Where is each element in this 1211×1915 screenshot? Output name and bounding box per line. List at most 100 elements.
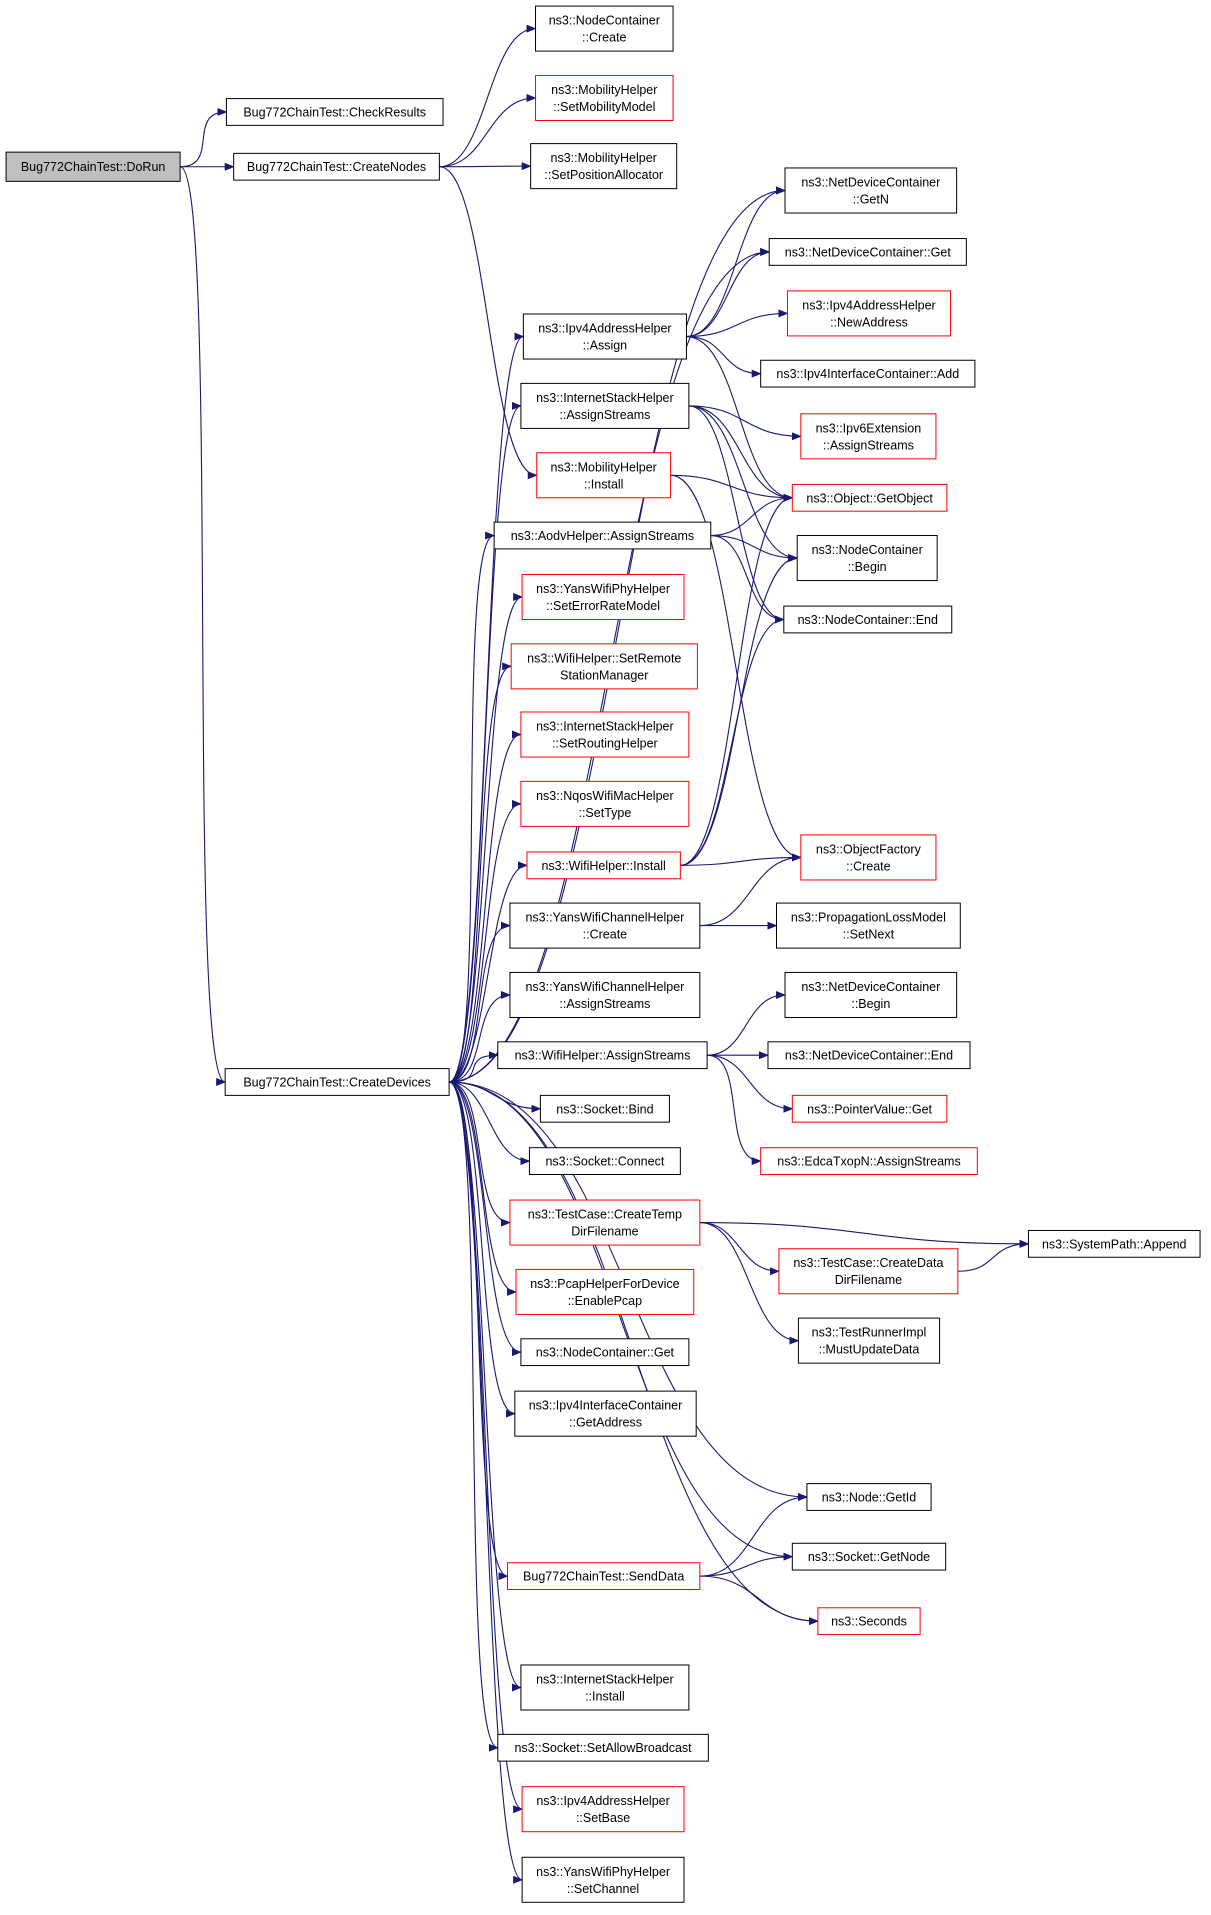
call-edge-ipv4ah_assign-to-ndc_getn [686,186,787,338]
node-label: Bug772ChainTest::CreateDevices [243,1075,431,1089]
node-ipv4ah-newaddr[interactable]: ns3::Ipv4AddressHelper::NewAddress [786,290,952,337]
node-box [5,151,181,182]
node-mh-setmob[interactable]: ns3::MobilityHelper::SetMobilityModel [535,74,674,121]
node-nc-begin[interactable]: ns3::NodeContainer::Begin [796,535,938,582]
node-edca-assign[interactable]: ns3::EdcaTxopN::AssignStreams [760,1147,978,1175]
node-senddata[interactable]: Bug772ChainTest::SendData [507,1562,701,1591]
call-edge-createnodes-to-mh_setpos [439,162,532,171]
node-box [225,98,444,126]
node-label: ::NewAddress [830,315,908,329]
node-label: ns3::TestRunnerImpl [812,1326,927,1340]
node-tri-mustupdate[interactable]: ns3::TestRunnerImpl::MustUpdateData [797,1317,941,1364]
node-ipv6ext-assign[interactable]: ns3::Ipv6Extension::AssignStreams [800,413,937,460]
node-label: ::Begin [848,560,887,574]
node-nc-end[interactable]: ns3::NodeContainer::End [783,605,953,634]
node-box [536,452,672,499]
call-edge-senddata-to-node_getid [699,1493,808,1577]
node-sp-append[interactable]: ns3::SystemPath::Append [1027,1229,1201,1258]
node-sock-getnode[interactable]: ns3::Socket::GetNode [791,1542,947,1571]
call-edge-createnodes-to-mh_install [439,166,538,480]
node-box [776,902,961,949]
call-edge-createdevices-to-sock_setbcast [448,1081,499,1752]
node-seconds[interactable]: ns3::Seconds [817,1607,921,1636]
node-pv-get[interactable]: ns3::PointerValue::Get [791,1094,948,1123]
node-label: ns3::NetDeviceContainer [801,980,940,994]
node-nqos-settype[interactable]: ns3::NqosWifiMacHelper::SetType [520,780,690,827]
node-box [509,1199,701,1246]
node-ipv4ah-setbase[interactable]: ns3::Ipv4AddressHelper::SetBase [521,1786,685,1833]
node-ywch-create[interactable]: ns3::YansWifiChannelHelper::Create [509,902,701,949]
call-edge-createdevices-to-ipv4ah_setbase [448,1081,524,1814]
node-box [526,851,681,880]
node-box [791,1094,948,1123]
node-plm-setnext[interactable]: ns3::PropagationLossModel::SetNext [776,902,961,949]
call-edge-ipv4ah_assign-to-ipv4ah_newaddr [686,309,789,338]
node-box [535,5,674,52]
node-ywch-assign[interactable]: ns3::YansWifiChannelHelper::AssignStream… [509,971,701,1018]
node-ywph-setchannel[interactable]: ns3::YansWifiPhyHelper::SetChannel [521,1856,685,1903]
call-edge-createdevices-to-aodv_assign [448,531,496,1083]
node-createdevices[interactable]: Bug772ChainTest::CreateDevices [224,1068,450,1096]
node-aodv-assign[interactable]: ns3::AodvHelper::AssignStreams [493,521,712,550]
node-of-create[interactable]: ns3::ObjectFactory::Create [800,834,937,881]
node-label: ::AssignStreams [559,408,650,422]
node-box [520,382,690,429]
node-mh-setpos[interactable]: ns3::MobilityHelper::SetPositionAllocato… [530,143,678,190]
call-edge-aodv_assign-to-nc_begin [710,534,799,563]
node-createnodes[interactable]: Bug772ChainTest::CreateNodes [233,152,440,181]
call-edge-ywch_create-to-of_create [699,853,802,927]
call-edge-createnodes-to-mh_setmob [439,93,537,168]
node-mh-install[interactable]: ns3::MobilityHelper::Install [536,452,672,499]
node-box [778,1248,959,1295]
node-box [497,1733,709,1762]
call-edge-createdevices-to-wh_assign [449,1051,499,1083]
node-phfd-enable[interactable]: ns3::PcapHelperForDevice::EnablePcap [515,1268,695,1315]
node-sock-setbcast[interactable]: ns3::Socket::SetAllowBroadcast [497,1733,709,1762]
call-edge-createdevices-to-ipv4ic_getaddr [449,1081,516,1418]
node-label: Bug772ChainTest::SendData [523,1570,684,1584]
node-box [520,711,690,758]
node-ish-setrouting[interactable]: ns3::InternetStackHelper::SetRoutingHelp… [520,711,690,758]
node-label: ns3::EdcaTxopN::AssignStreams [777,1155,960,1169]
node-ndc-getn[interactable]: ns3::NetDeviceContainer::GetN [784,167,958,214]
node-label: ::SetNext [843,928,895,942]
call-edge-createdevices-to-wh_install [449,861,528,1083]
node-label: ::AssignStreams [559,997,650,1011]
node-label: ns3::PointerValue::Get [807,1102,932,1116]
node-wh-assign[interactable]: ns3::WifiHelper::AssignStreams [497,1041,708,1070]
node-label: ns3::WifiHelper::SetRemote [527,651,681,665]
node-ish-install[interactable]: ns3::InternetStackHelper::Install [520,1664,690,1711]
node-ipv4ah-assign[interactable]: ns3::Ipv4AddressHelper::Assign [522,313,687,360]
node-box [791,1542,947,1571]
node-ywph-seterr[interactable]: ns3::YansWifiPhyHelper::SetErrorRateMode… [521,573,685,620]
node-sock-connect[interactable]: ns3::Socket::Connect [528,1147,681,1175]
node-dorun[interactable]: Bug772ChainTest::DoRun [5,151,181,182]
node-box [783,605,953,634]
call-edge-senddata-to-seconds [699,1575,819,1626]
node-obj-getobject[interactable]: ns3::Object::GetObject [791,483,948,512]
node-label: ::SetPositionAllocator [544,168,663,182]
node-ndc-begin[interactable]: ns3::NetDeviceContainer::Begin [784,971,958,1018]
node-ndc-end[interactable]: ns3::NetDeviceContainer::End [767,1041,971,1070]
node-nc-get[interactable]: ns3::NodeContainer::Get [520,1338,690,1367]
node-checkresults[interactable]: Bug772ChainTest::CheckResults [225,98,444,126]
node-label: ns3::ObjectFactory [816,842,922,856]
node-label: ns3::Ipv4InterfaceContainer::Add [776,367,959,381]
node-ipv4ic-getaddr[interactable]: ns3::Ipv4InterfaceContainer::GetAddress [514,1390,697,1437]
node-sock-bind[interactable]: ns3::Socket::Bind [539,1094,670,1123]
node-label: ns3::YansWifiChannelHelper [525,911,684,925]
node-label: ns3::AodvHelper::AssignStreams [511,529,694,543]
node-ndc-get[interactable]: ns3::NetDeviceContainer::Get [768,238,967,266]
node-ipv4ic-add[interactable]: ns3::Ipv4InterfaceContainer::Add [760,359,976,388]
node-nc-create[interactable]: ns3::NodeContainer::Create [535,5,674,52]
node-node-getid[interactable]: ns3::Node::GetId [806,1483,932,1511]
call-edges [179,24,1030,1884]
node-wh-install[interactable]: ns3::WifiHelper::Install [526,851,681,880]
node-box [510,643,698,690]
call-edge-ipv4ah_assign-to-ipv4ic_add [686,335,762,378]
node-box [806,1483,932,1511]
node-ish-assignstreams[interactable]: ns3::InternetStackHelper::AssignStreams [520,382,690,429]
